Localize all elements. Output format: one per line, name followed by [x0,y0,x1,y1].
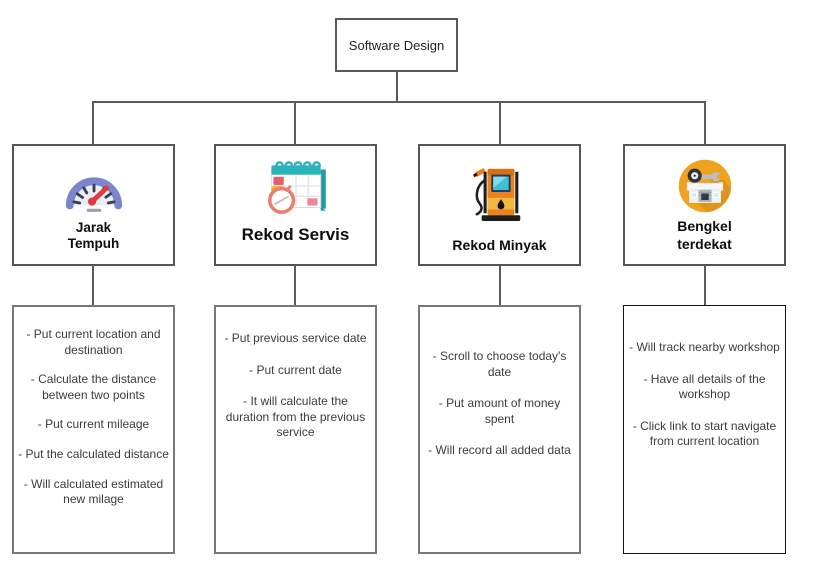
desc-rekod-minyak: - Scroll to choose today's date - Put am… [418,305,581,554]
calendar-stopwatch-icon [259,157,333,217]
node-title-rekod-minyak: Rekod Minyak [452,237,547,253]
node-title-bengkel-terdekat: Bengkel terdekat [677,218,732,252]
connector-drop-1 [92,101,94,144]
connector-mid-4 [704,266,706,305]
desc-bengkel-terdekat: - Will track nearby workshop - Have all … [623,305,786,554]
connector-horizontal [92,101,705,103]
node-title-rekod-servis: Rekod Servis [241,225,350,244]
fuel-pump-icon [472,161,528,225]
connector-root-stem [396,72,398,102]
node-rekod-servis: Rekod Servis [214,144,377,266]
bullet: - Have all details of the workshop [643,371,766,402]
bullet: - Put current location and destination [26,327,161,357]
node-bengkel-terdekat: Bengkel terdekat [623,144,786,266]
connector-drop-2 [294,101,296,144]
bullet: - Click link to start navigate from curr… [632,418,777,449]
workshop-icon [675,156,735,216]
bullet: - Calculate the distance between two poi… [30,372,157,402]
speedometer-icon [63,162,125,216]
bullet: - Will record all added data [428,443,571,458]
bullet: - Will track nearby workshop [629,340,780,354]
node-jarak-tempuh: Jarak Tempuh [12,144,175,266]
node-rekod-minyak: Rekod Minyak [418,144,581,266]
connector-drop-3 [499,101,501,144]
bullet: - Will calculated estimated new milage [23,476,164,507]
bullet: - Put amount of money spent [438,396,561,426]
desc-rekod-servis: - Put previous service date - Put curren… [214,305,377,554]
bullet: - Scroll to choose today's date [432,349,567,379]
bullet: - Put previous service date [224,331,367,345]
connector-mid-1 [92,266,94,305]
bullet: - It will calculate the duration from th… [225,394,366,440]
root-node: Software Design [335,18,458,72]
root-node-label: Software Design [348,37,445,53]
bullet: - Put current mileage [37,417,150,432]
connector-drop-4 [704,101,706,144]
connector-mid-3 [499,266,501,305]
node-title-jarak-tempuh: Jarak Tempuh [67,220,120,252]
connector-mid-2 [294,266,296,305]
desc-jarak-tempuh: - Put current location and destination -… [12,305,175,554]
bullet: - Put current date [249,362,342,377]
bullet: - Put the calculated distance [18,446,169,461]
